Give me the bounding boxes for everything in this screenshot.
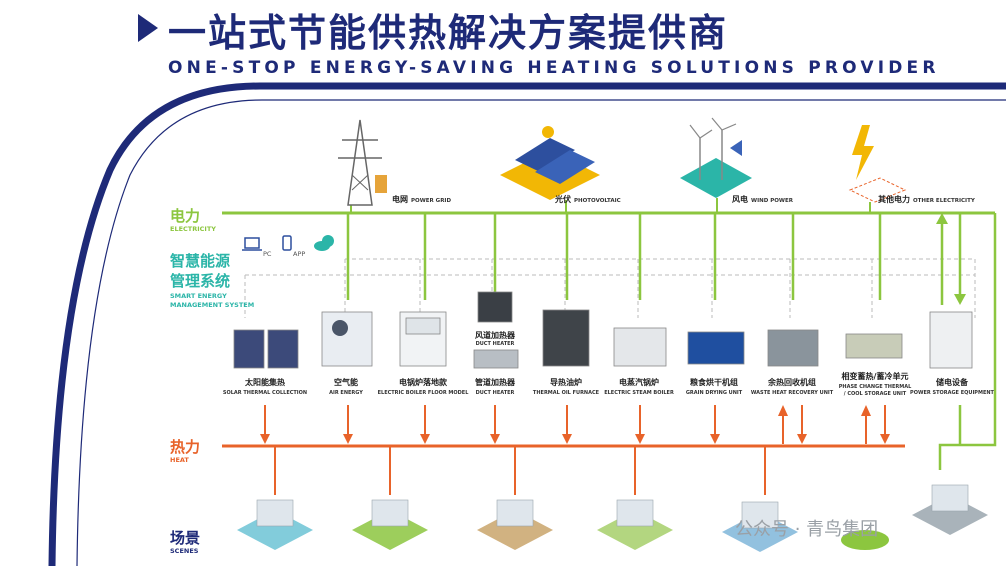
scene-home-icon-building <box>256 499 294 527</box>
scene-factory-icon-base <box>477 510 553 550</box>
duct-heater-top-icon <box>477 291 513 323</box>
equipment-label-grain-drying-en: GRAIN DRYING UNIT <box>685 390 743 396</box>
smart-energy-label-2: 管理系统 <box>170 272 231 290</box>
scenes-label-en: SCENES <box>170 547 199 555</box>
heat-arrow-down-head-1 <box>343 434 353 444</box>
lightning-icon <box>848 125 907 203</box>
power-tower-icon <box>338 119 387 206</box>
equipment-label-air-energy-en: AIR ENERGY <box>329 390 363 396</box>
pc-label: PC <box>263 250 272 258</box>
header: 一站式节能供热解决方案提供商 ONE-STOP ENERGY-SAVING HE… <box>0 0 1006 86</box>
air-energy-fan-icon <box>332 320 348 336</box>
equipment-label-solar-thermal-en: SOLAR THERMAL COLLECTION <box>222 390 308 396</box>
equipment-label-electric-boiler-en: ELECTRIC BOILER FLOOR MODEL <box>377 390 469 396</box>
frame-outer <box>48 82 1006 566</box>
power-storage-icon <box>929 311 973 369</box>
smart-energy-label-1: 智慧能源 <box>170 252 231 270</box>
electricity-label: 电力 <box>170 207 201 225</box>
heat-arrow-down-head-0 <box>260 434 270 444</box>
equipment-label-phase-change-en-2: / COOL STORAGE UNIT <box>843 391 907 397</box>
heat-arrow-down-head-8 <box>797 434 807 444</box>
solar-panel-icon <box>500 126 600 200</box>
equipment-label-power-storage-en: POWER STORAGE EQUIPMENT <box>910 390 994 396</box>
scene-ev-car-icon <box>841 530 889 550</box>
equipment-label-electric-boiler: 电锅炉落地款 <box>399 378 447 387</box>
heat-arrow-up-head-7 <box>778 405 788 416</box>
scene-plant-icon-base <box>722 512 798 552</box>
smart-energy-label-en-1: SMART ENERGY <box>170 292 227 300</box>
equipment-label-thermal-oil: 导热油炉 <box>550 378 582 387</box>
equipment-label-phase-change: 相变蓄热/蓄冷单元 <box>841 372 909 381</box>
title-arrow-icon <box>138 14 158 42</box>
heat-label-en: HEAT <box>170 456 189 464</box>
heat-arrow-down-head-10 <box>880 434 890 444</box>
scenes-label: 场景 <box>170 529 201 547</box>
equipment-label-air-energy: 空气能 <box>334 378 358 387</box>
duct-heater-top-label-en: DUCT HEATER <box>475 341 515 347</box>
equipment-label-phase-change-en: PHASE CHANGE THERMAL <box>838 384 912 390</box>
heat-arrow-up-head-9 <box>861 405 871 416</box>
storage-down-arrow <box>954 294 966 305</box>
solar-thermal-icon-left <box>233 329 265 369</box>
scene-home-icon-base <box>237 510 313 550</box>
scene-ev-charging-icon-base <box>912 495 988 535</box>
scene-school-icon-base <box>352 510 428 550</box>
heat-arrow-down-head-6 <box>710 434 720 444</box>
equipment-label-power-storage: 储电设备 <box>936 378 968 387</box>
heat-arrow-down-head-5 <box>635 434 645 444</box>
scene-farm-icon-base <box>597 510 673 550</box>
solar-thermal-icon-right <box>267 329 299 369</box>
electricity-drops <box>346 198 882 300</box>
heat-arrows <box>260 405 890 444</box>
wind-turbine-icon <box>680 117 752 198</box>
scene-ev-charging-icon-building <box>931 484 969 512</box>
scene-drops <box>274 446 766 495</box>
grain-drying-icon <box>687 331 745 365</box>
smart-energy-label-en-2: MANAGEMENT SYSTEM <box>170 301 255 309</box>
scene-school-icon-building <box>371 499 409 527</box>
equipment-label-steam-boiler-en: ELECTRIC STEAM BOILER <box>604 390 674 396</box>
electricity-right-loop <box>938 213 997 470</box>
heat-arrow-down-head-3 <box>490 434 500 444</box>
scene-icons <box>237 484 988 552</box>
equipment-label-duct-heater-en: DUCT HEATER <box>475 390 515 396</box>
equipment-label-waste-heat-en: WASTE HEAT RECOVERY UNIT <box>750 390 834 396</box>
equipment-label-solar-thermal: 太阳能集热 <box>245 378 285 387</box>
equipment-label-duct-heater: 管道加热器 <box>475 378 515 387</box>
air-energy-icon <box>321 311 373 367</box>
heat-arrow-down-head-4 <box>562 434 572 444</box>
equipment-label-grain-drying: 粮食烘干机组 <box>690 378 738 387</box>
electricity-label-en: ELECTRICITY <box>170 225 216 233</box>
equipment-icons <box>233 291 973 369</box>
scene-plant-icon-building <box>741 501 779 529</box>
scene-factory-icon-building <box>496 499 534 527</box>
page-subtitle: ONE-STOP ENERGY-SAVING HEATING SOLUTIONS… <box>168 58 940 78</box>
watermark: 公众号 · 青鸟集团 <box>735 519 879 540</box>
waste-heat-recovery-icon <box>767 329 819 367</box>
phase-change-storage-icon <box>845 333 903 359</box>
equipment-label-waste-heat: 余热回收机组 <box>768 378 816 387</box>
scene-farm-icon-building <box>616 499 654 527</box>
storage-up-arrow <box>936 213 948 224</box>
equipment-label-steam-boiler: 电蒸汽锅炉 <box>619 378 659 387</box>
app-label: APP <box>293 250 306 258</box>
equipment-label-thermal-oil-en: THERMAL OIL FURNACE <box>532 390 600 396</box>
pc-icon <box>242 237 262 251</box>
heat-arrow-down-head-2 <box>420 434 430 444</box>
electric-boiler-panel-icon <box>405 317 441 335</box>
cloud-icon <box>314 235 334 251</box>
duct-heater-icon <box>473 349 519 369</box>
page-title: 一站式节能供热解决方案提供商 <box>168 11 729 55</box>
heat-label: 热力 <box>170 438 201 456</box>
phone-icon <box>282 235 292 251</box>
duct-heater-top-label: 风道加热器 <box>475 331 515 340</box>
frame-inner <box>76 99 1006 566</box>
thermal-oil-furnace-icon <box>542 309 590 367</box>
steam-boiler-icon <box>613 327 667 367</box>
